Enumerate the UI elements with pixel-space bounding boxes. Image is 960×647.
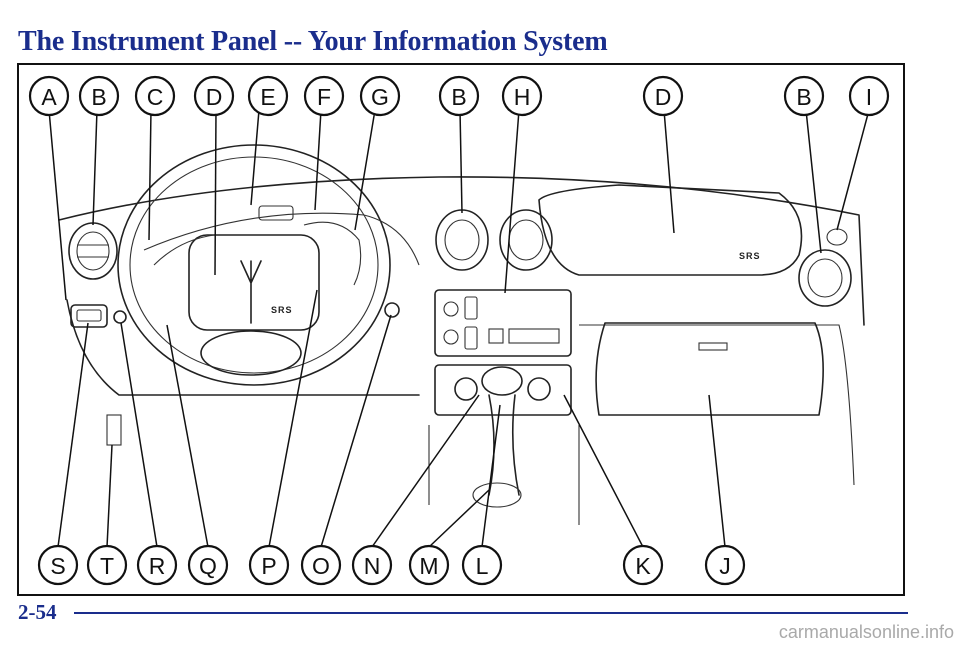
svg-text:A: A bbox=[41, 84, 57, 110]
dimmer-control bbox=[113, 310, 127, 324]
callout-bottom-R: R bbox=[136, 544, 178, 586]
footer-rule bbox=[74, 612, 908, 614]
callout-top-E: E bbox=[247, 75, 289, 117]
callout-top-H: H bbox=[501, 75, 543, 117]
svg-text:S: S bbox=[50, 553, 65, 579]
center-console bbox=[428, 394, 580, 525]
callout-top-F: F bbox=[303, 75, 345, 117]
svg-text:B: B bbox=[91, 84, 106, 110]
svg-text:C: C bbox=[147, 84, 164, 110]
ignition-switch bbox=[384, 302, 400, 318]
svg-text:O: O bbox=[312, 553, 330, 579]
svg-text:F: F bbox=[317, 84, 331, 110]
passenger-airbag-panel: SRS bbox=[538, 184, 803, 276]
instrument-panel-illustration: SRS bbox=[17, 63, 905, 596]
callout-top-B-center: B bbox=[438, 75, 480, 117]
center-air-vents bbox=[435, 209, 553, 271]
svg-text:D: D bbox=[206, 84, 223, 110]
svg-text:M: M bbox=[419, 553, 438, 579]
steering-wheel: SRS bbox=[117, 144, 391, 386]
callout-top-D-right: D bbox=[642, 75, 684, 117]
callout-bottom-S: S bbox=[37, 544, 79, 586]
callout-top-C: C bbox=[134, 75, 176, 117]
passenger-airbag-srs-label: SRS bbox=[739, 251, 761, 261]
audio-system bbox=[434, 289, 572, 357]
dashboard-drawing: SRS bbox=[48, 109, 870, 548]
svg-text:B: B bbox=[451, 84, 466, 110]
callout-top-D: D bbox=[193, 75, 235, 117]
svg-text:I: I bbox=[866, 84, 872, 110]
glove-box bbox=[595, 322, 824, 416]
right-air-vent bbox=[798, 228, 852, 307]
callout-top-G: G bbox=[359, 75, 401, 117]
svg-text:K: K bbox=[635, 553, 651, 579]
callouts-bottom: S T R Q P O N M L K J bbox=[37, 544, 746, 586]
site-watermark: carmanualsonline.info bbox=[778, 622, 954, 642]
page-number: 2-54 bbox=[18, 600, 57, 624]
instrument-cluster bbox=[143, 205, 420, 286]
svg-text:H: H bbox=[514, 84, 531, 110]
callout-bottom-O: O bbox=[300, 544, 342, 586]
callout-bottom-T: T bbox=[86, 544, 128, 586]
callout-bottom-P: P bbox=[248, 544, 290, 586]
svg-text:B: B bbox=[796, 84, 811, 110]
headlamp-switch bbox=[70, 304, 108, 328]
svg-text:D: D bbox=[655, 84, 672, 110]
callout-top-B-right: B bbox=[783, 75, 825, 117]
hood-release bbox=[106, 414, 122, 446]
callouts-top: A B C D E F G B H D B I bbox=[28, 75, 890, 117]
dashboard-top-edge bbox=[58, 176, 865, 326]
callout-top-A: A bbox=[28, 75, 70, 117]
svg-text:P: P bbox=[261, 553, 276, 579]
callout-bottom-M: M bbox=[408, 544, 450, 586]
callout-top-I: I bbox=[848, 75, 890, 117]
svg-text:N: N bbox=[364, 553, 381, 579]
callout-top-B: B bbox=[78, 75, 120, 117]
page-title: The Instrument Panel -- Your Information… bbox=[18, 26, 608, 57]
svg-text:J: J bbox=[719, 553, 731, 579]
svg-text:G: G bbox=[371, 84, 389, 110]
svg-text:Q: Q bbox=[199, 553, 217, 579]
callout-bottom-L: L bbox=[461, 544, 503, 586]
callout-bottom-J: J bbox=[704, 544, 746, 586]
steering-wheel-srs-label: SRS bbox=[271, 305, 293, 315]
climate-controls bbox=[434, 364, 572, 416]
dashboard-right-lower bbox=[579, 324, 855, 486]
svg-text:E: E bbox=[260, 84, 275, 110]
callout-bottom-N: N bbox=[351, 544, 393, 586]
callout-bottom-K: K bbox=[622, 544, 664, 586]
svg-text:T: T bbox=[100, 553, 114, 579]
svg-text:R: R bbox=[149, 553, 166, 579]
callout-bottom-Q: Q bbox=[187, 544, 229, 586]
svg-text:L: L bbox=[476, 553, 489, 579]
